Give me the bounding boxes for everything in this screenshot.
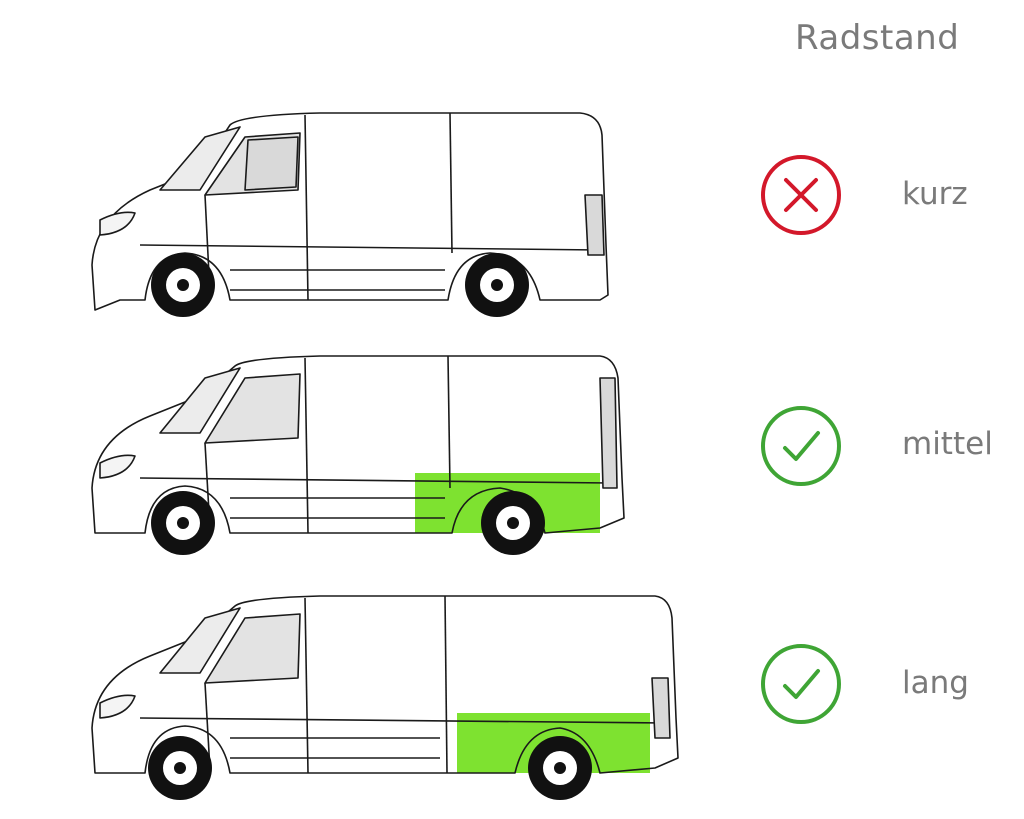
van-medium-wheelbase	[91, 355, 625, 555]
wheel-rear	[481, 491, 545, 555]
diagram-title: Radstand	[795, 18, 960, 58]
cross-circle-icon	[761, 155, 841, 235]
van-long-wheelbase	[91, 595, 679, 800]
wheel-rear	[465, 253, 529, 317]
check-circle-icon	[761, 644, 841, 724]
label-long: lang	[902, 665, 969, 701]
label-short: kurz	[902, 176, 968, 212]
label-medium: mittel	[902, 426, 993, 462]
wheel-front	[151, 491, 215, 555]
check-circle-icon	[761, 406, 841, 486]
wheel-rear	[528, 736, 592, 800]
wheel-front	[151, 253, 215, 317]
van-short-wheelbase	[91, 112, 609, 317]
wheel-front	[148, 736, 212, 800]
